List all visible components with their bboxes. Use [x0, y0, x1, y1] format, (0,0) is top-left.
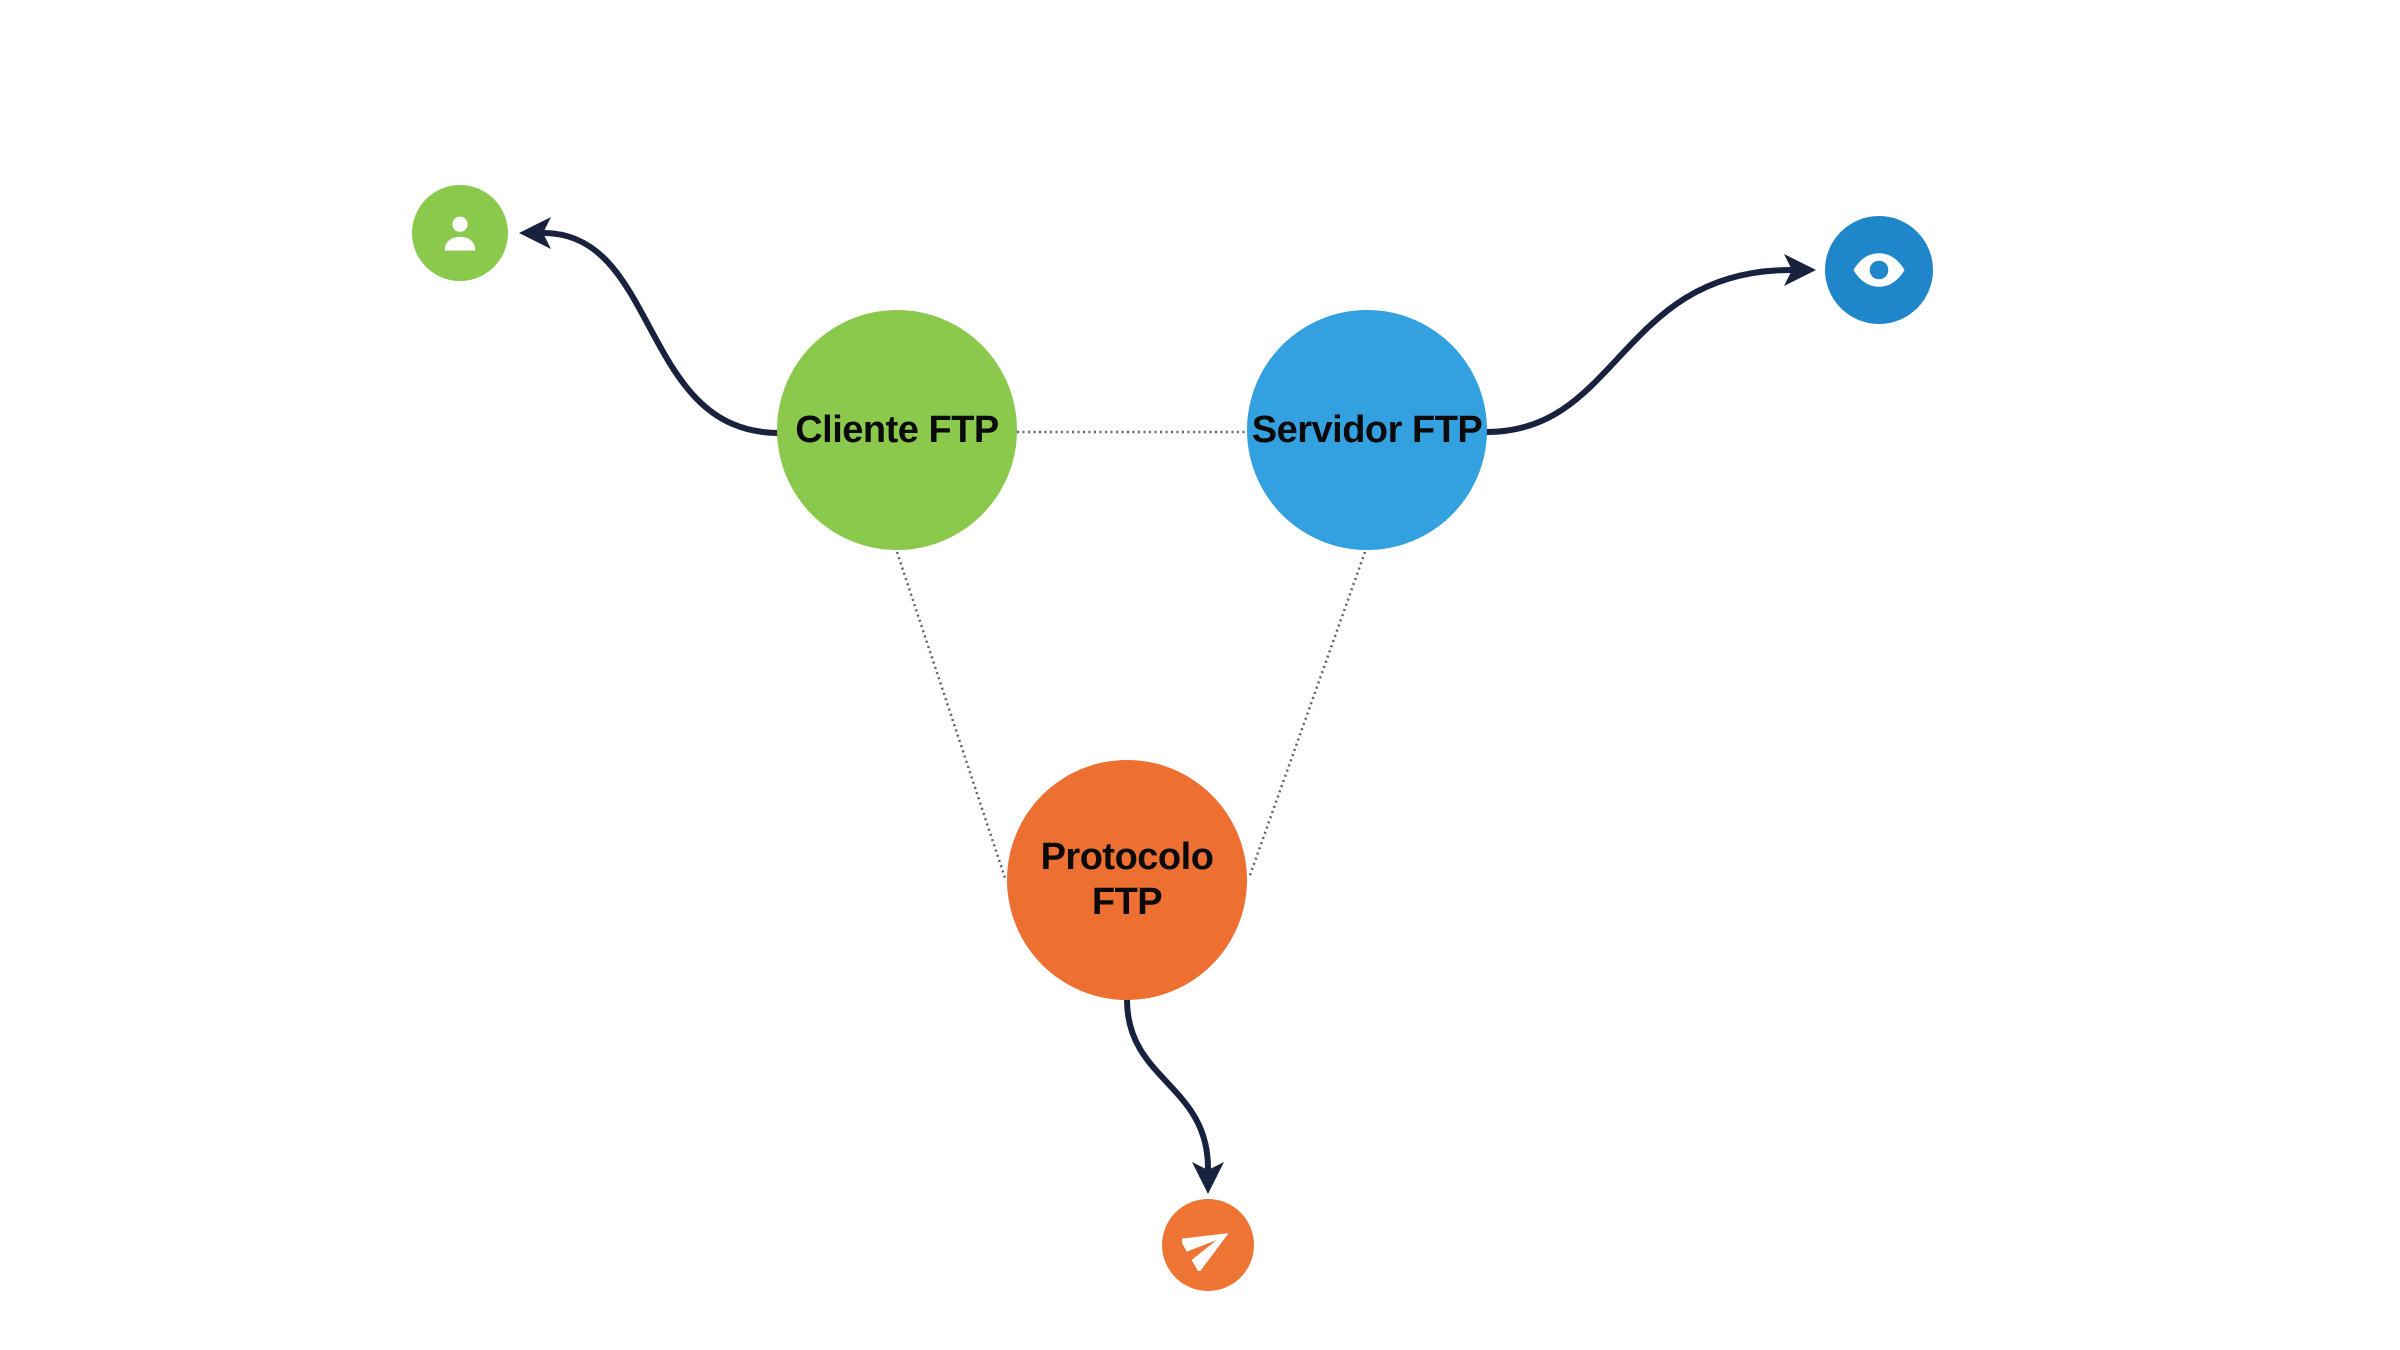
arrow-cliente-to-user: [542, 230, 782, 436]
node-cliente-ftp: Cliente FTP: [777, 310, 1017, 550]
send-badge: [1162, 1199, 1254, 1291]
node-servidor-ftp: Servidor FTP: [1247, 310, 1487, 550]
node-cliente-ftp-label: Cliente FTP: [795, 408, 999, 451]
node-protocolo-ftp-label: Protocolo FTP: [1040, 836, 1214, 923]
arrowhead-right-icon: [1784, 254, 1816, 286]
node-servidor-ftp-label: Servidor FTP: [1251, 408, 1483, 451]
user-badge: [412, 185, 508, 281]
dotted-link-cliente-protocolo: [895, 551, 1007, 879]
arrow-servidor-to-eye: [1484, 267, 1794, 435]
send-icon: [1182, 1233, 1229, 1271]
arrowhead-left-icon: [519, 217, 551, 249]
eye-icon: [1853, 253, 1905, 287]
arrow-protocolo-to-send: [1124, 997, 1211, 1171]
dotted-link-servidor-protocolo: [1247, 551, 1367, 879]
user-icon: [444, 216, 476, 251]
arrowhead-down-icon: [1192, 1162, 1224, 1194]
eye-badge: [1825, 216, 1933, 324]
node-protocolo-ftp: Protocolo FTP: [1007, 760, 1247, 1000]
